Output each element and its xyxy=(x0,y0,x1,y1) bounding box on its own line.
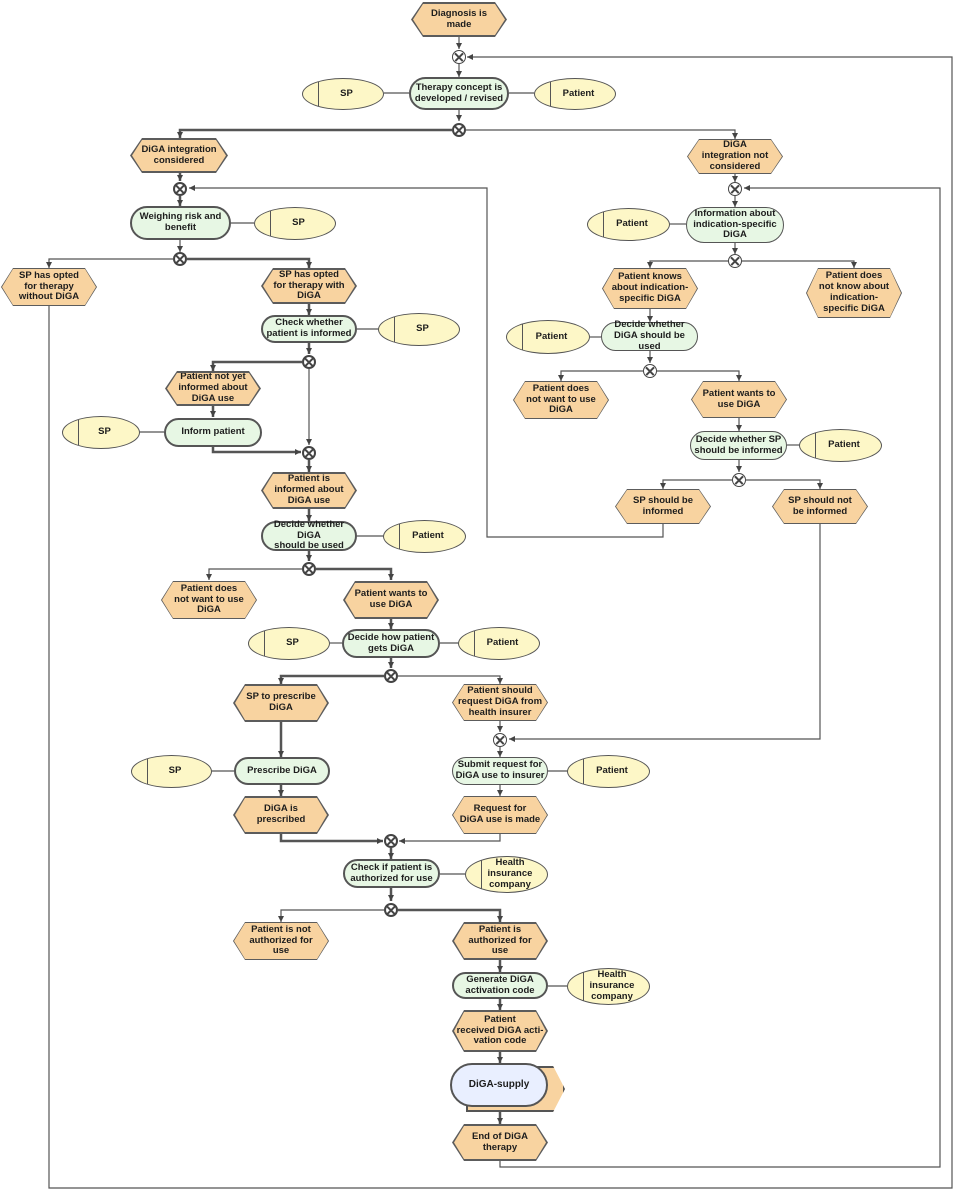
event-diga-considered: DiGA integration considered xyxy=(130,138,228,173)
xor-connector xyxy=(643,364,657,378)
role-patient: Patient xyxy=(799,429,882,462)
function-decide-sp-informed: Decide whether SP should be informed xyxy=(690,431,787,460)
role-patient: Patient xyxy=(534,78,616,110)
role-patient: Patient xyxy=(567,755,650,788)
function-submit-request: Submit request for DiGA use to insurer xyxy=(452,757,548,785)
xor-connector xyxy=(728,182,742,196)
xor-connector xyxy=(452,123,466,137)
event-sp-with-diga: SP has opted for therapy with DiGA xyxy=(261,268,357,304)
role-health-insurance: Health insurance company xyxy=(567,968,650,1005)
role-patient: Patient xyxy=(506,320,590,354)
xor-connector xyxy=(493,733,507,747)
event-sp-should-not: SP should not be informed xyxy=(772,489,868,524)
event-is-informed: Patient is informed about DiGA use xyxy=(261,472,357,509)
event-sp-to-prescribe: SP to prescribe DiGA xyxy=(233,684,329,722)
function-decide-how: Decide how patient gets DiGA xyxy=(342,629,440,658)
role-sp: SP xyxy=(131,755,212,788)
function-generate-code: Generate DiGA activation code xyxy=(452,972,548,999)
xor-connector xyxy=(732,473,746,487)
xor-connector xyxy=(302,355,316,369)
event-diagnosis-made: Diagnosis is made xyxy=(411,2,507,37)
role-health-insurance: Health insurance company xyxy=(465,856,548,893)
event-should-request: Patient should request DiGA from health … xyxy=(452,684,548,721)
event-wants-left: Patient wants to use DiGA xyxy=(343,581,439,619)
role-sp: SP xyxy=(302,78,384,110)
function-decide-used-right: Decide whether DiGA should be used xyxy=(601,319,698,352)
xor-connector xyxy=(173,252,187,266)
event-received-code: Patient received DiGA acti- vation code xyxy=(452,1010,548,1052)
event-not-yet-informed: Patient not yet informed about DiGA use xyxy=(165,371,261,406)
function-info-indication: Information about indication-specific Di… xyxy=(686,207,784,243)
function-inform-patient: Inform patient xyxy=(164,418,262,447)
event-wants-right: Patient wants to use DiGA xyxy=(691,381,787,418)
function-weighing: Weighing risk and benefit xyxy=(130,206,231,240)
role-sp: SP xyxy=(248,627,330,660)
event-not-want-right: Patient does not want to use DiGA xyxy=(513,381,609,419)
role-patient: Patient xyxy=(587,208,670,241)
event-sp-should-inform: SP should be informed xyxy=(615,489,711,524)
role-sp: SP xyxy=(378,313,460,346)
xor-connector xyxy=(384,903,398,917)
event-knows-diga: Patient knows about indication- specific… xyxy=(602,268,698,309)
event-sp-without-diga: SP has opted for therapy without DiGA xyxy=(1,268,97,306)
event-diga-not-considered: DiGA integration not considered xyxy=(687,139,783,174)
function-decide-used-left: Decide whether DiGA should be used xyxy=(261,519,357,551)
role-patient: Patient xyxy=(383,520,466,553)
role-patient: Patient xyxy=(458,627,540,660)
event-diga-prescribed: DiGA is prescribed xyxy=(233,796,329,834)
event-not-authorized: Patient is not authorized for use xyxy=(233,922,329,960)
xor-connector xyxy=(173,182,187,196)
function-check-informed: Check whether patient is informed xyxy=(261,315,357,343)
event-request-made: Request for DiGA use is made xyxy=(452,796,548,834)
xor-connector xyxy=(384,834,398,848)
xor-connector xyxy=(302,446,316,460)
function-check-authorized: Check if patient is authorized for use xyxy=(343,859,440,888)
xor-connector xyxy=(728,254,742,268)
xor-connector xyxy=(302,562,316,576)
xor-connector xyxy=(452,50,466,64)
xor-connector xyxy=(384,669,398,683)
event-authorized: Patient is authorized for use xyxy=(452,922,548,960)
role-sp: SP xyxy=(62,416,140,449)
event-end-therapy: End of DiGA therapy xyxy=(452,1124,548,1161)
function-therapy-concept: Therapy concept is developed / revised xyxy=(409,77,509,110)
event-not-know-diga: Patient does not know about indication- … xyxy=(806,268,902,318)
function-prescribe: Prescribe DiGA xyxy=(234,757,330,785)
role-sp: SP xyxy=(254,207,336,240)
subprocess-diga-supply[interactable]: DiGA-supply xyxy=(450,1063,548,1107)
event-not-want-left: Patient does not want to use DiGA xyxy=(161,581,257,619)
